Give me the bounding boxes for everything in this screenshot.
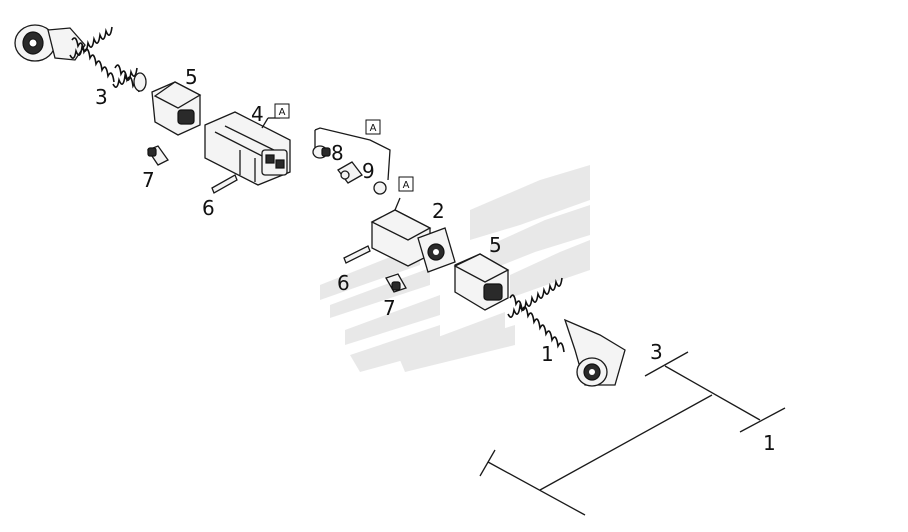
callout-9: 9	[362, 159, 375, 183]
reference-box-a-1: A	[274, 103, 290, 119]
svg-text:A: A	[370, 123, 377, 134]
reference-box-a-3: A	[398, 176, 414, 192]
callout-4: 4	[251, 102, 264, 126]
callout-8: 8	[331, 141, 344, 165]
callout-3-schematic: 3	[650, 340, 663, 364]
connector-part-4	[204, 111, 291, 186]
housing-part-5-mid	[453, 253, 510, 311]
svg-text:A: A	[403, 180, 410, 191]
callout-6-mid: 6	[337, 271, 350, 295]
callout-7-top: 7	[142, 168, 155, 192]
connector-part-2	[370, 197, 456, 273]
harness-part-1	[507, 277, 626, 387]
corrugated-tube-top	[69, 26, 115, 83]
corrugated-tube-bottom	[507, 277, 565, 353]
pin-part-6-top	[211, 174, 238, 194]
callout-5-mid: 5	[489, 233, 502, 257]
svg-text:A: A	[279, 107, 286, 118]
callout-5-top: 5	[185, 65, 198, 89]
callout-1-schematic: 1	[763, 431, 776, 455]
callout-2: 2	[432, 199, 445, 223]
terminal-part-7-mid	[385, 273, 407, 293]
harness-top-left	[14, 24, 147, 93]
terminal-part-7-top	[147, 145, 169, 166]
callout-3-top: 3	[95, 85, 108, 109]
watermark-logo	[320, 165, 590, 372]
components-part-8-9	[312, 127, 391, 195]
reference-box-a-2: A	[365, 119, 381, 135]
callout-6-top: 6	[202, 196, 215, 220]
sleeve-part-3-top	[112, 64, 147, 93]
callout-7-mid: 7	[383, 296, 396, 320]
wiring-schematic	[479, 351, 786, 516]
pin-part-6-mid	[343, 245, 371, 264]
callout-1: 1	[541, 342, 554, 366]
housing-part-5-top	[151, 81, 202, 136]
